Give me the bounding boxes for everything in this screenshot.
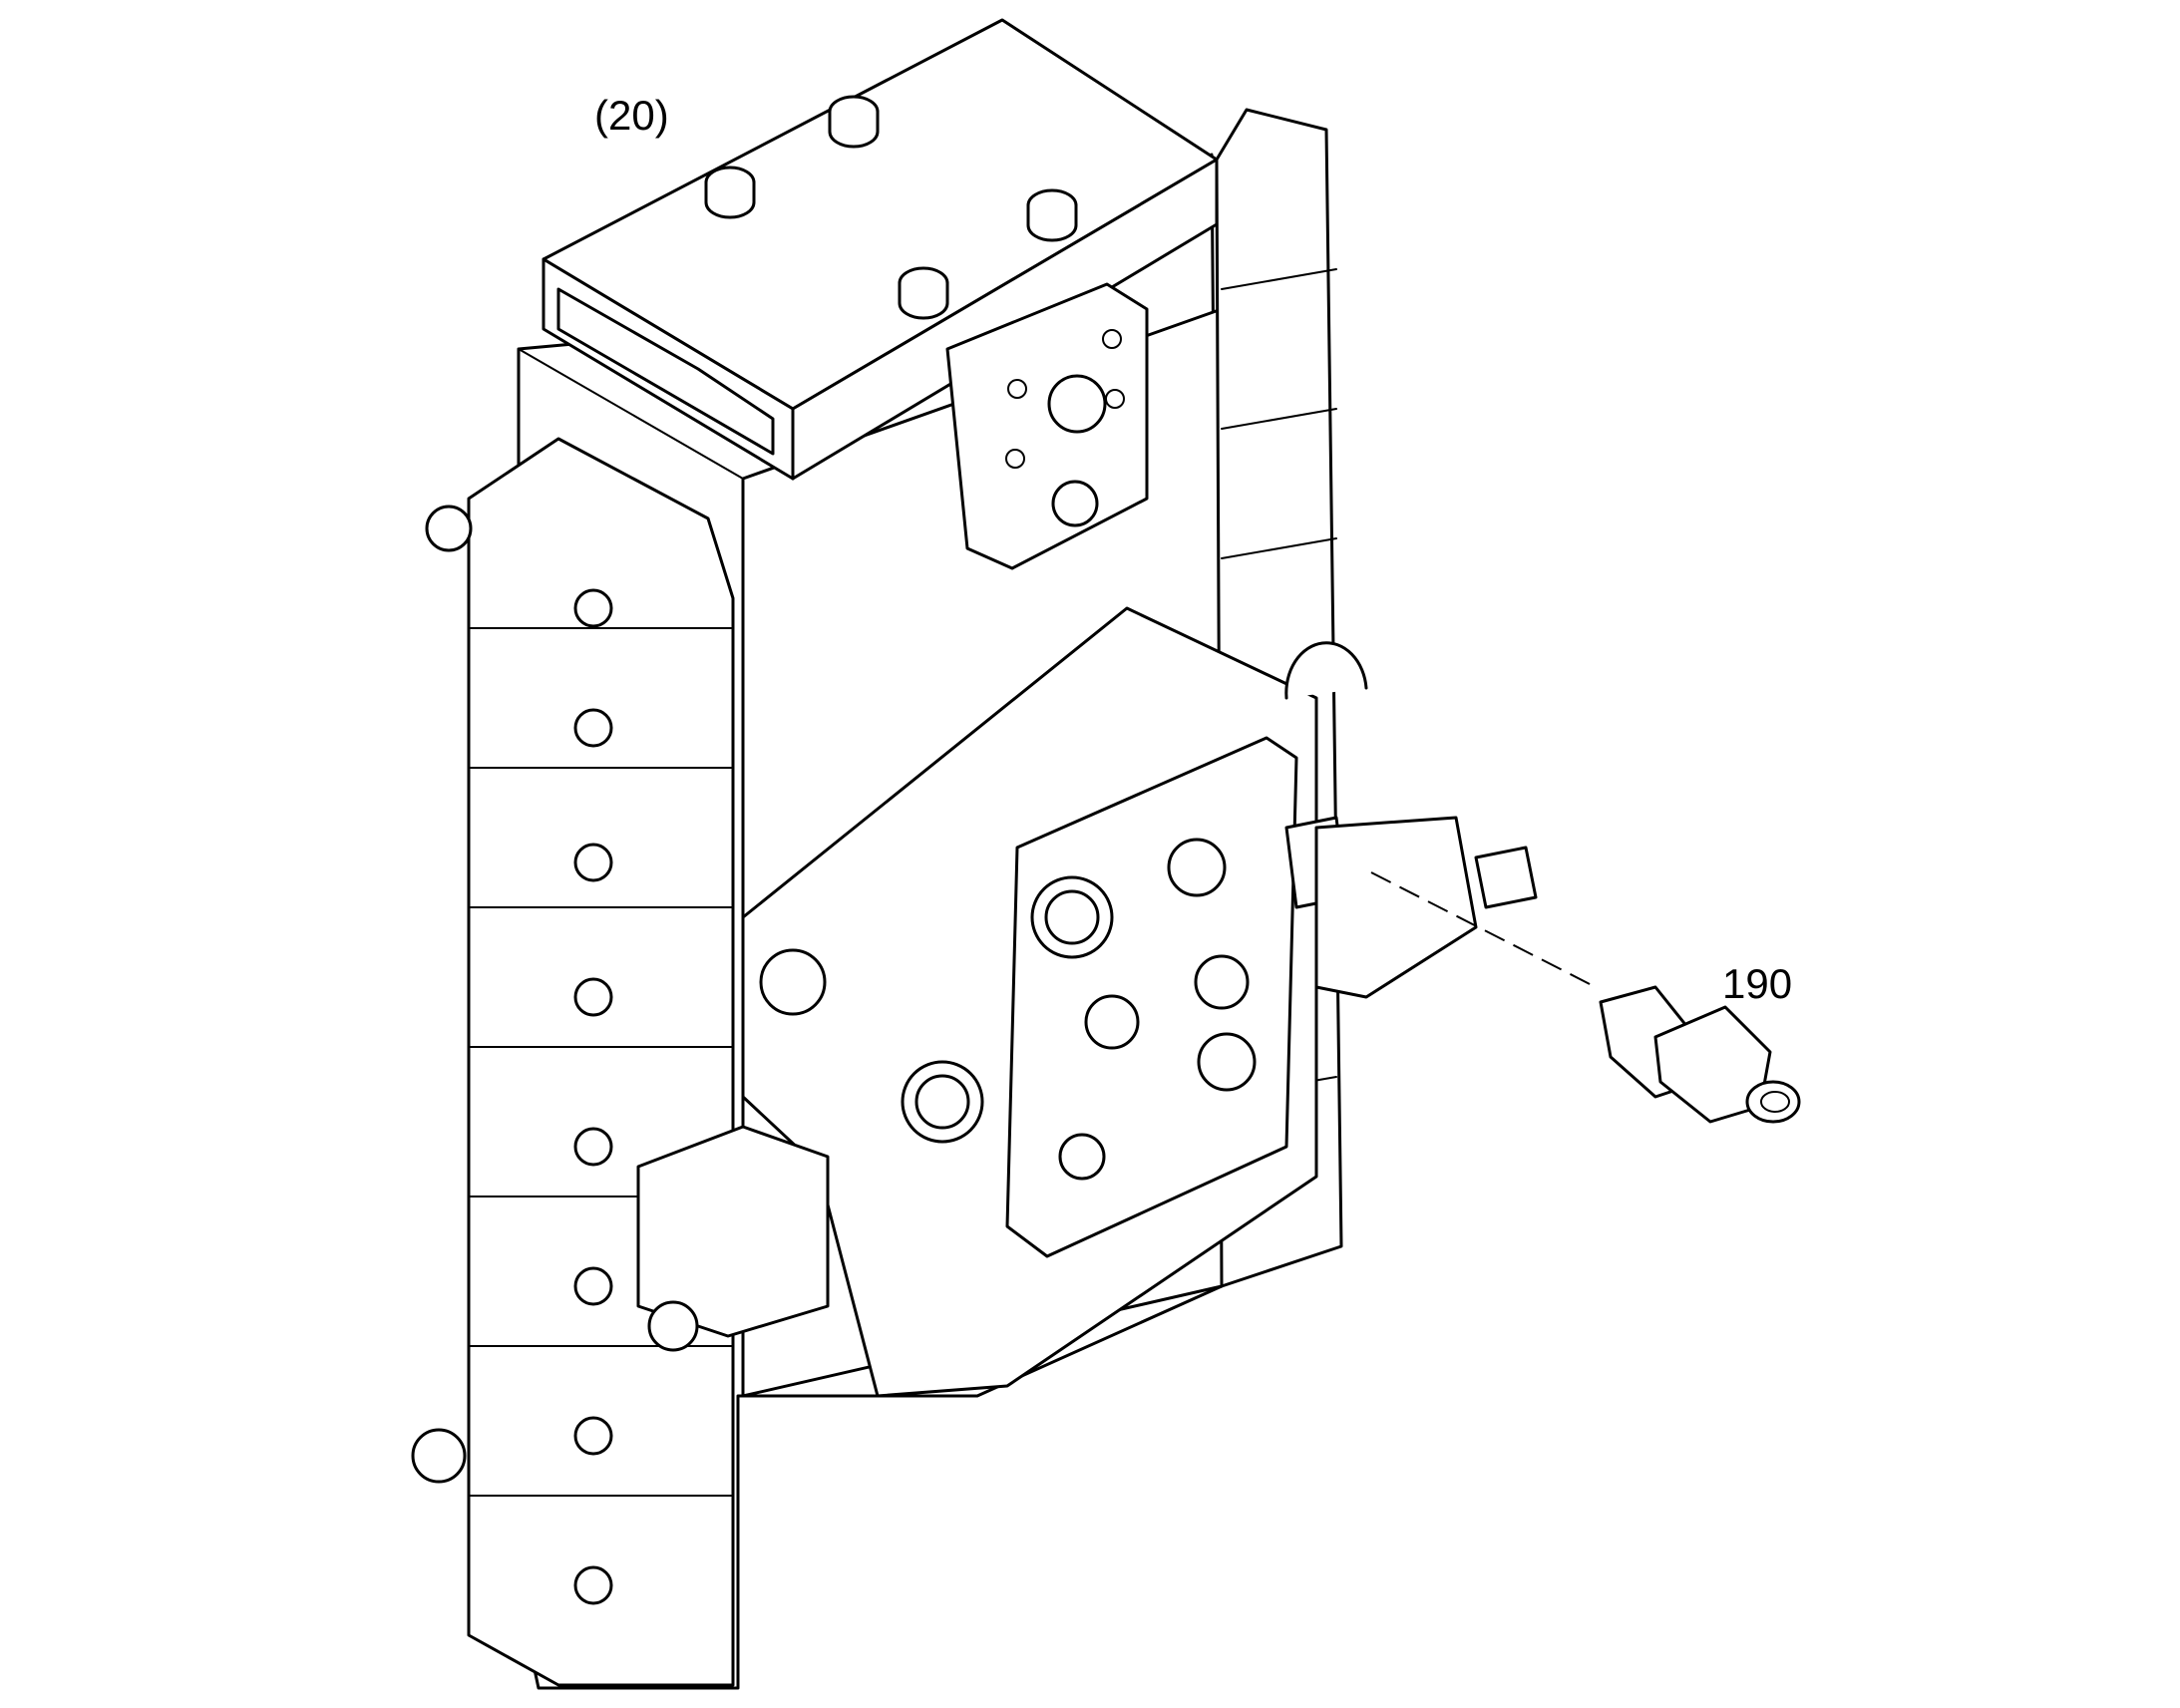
left-pilot-caps [411, 437, 735, 1687]
callout-20: (20) [594, 92, 669, 139]
pressure-sensor-190 [1599, 985, 1801, 1124]
top-bolt [704, 95, 1078, 320]
auxiliary-valve-assembly [636, 606, 1368, 1398]
top-cover-block [542, 18, 1219, 481]
callout-190: 190 [1722, 960, 1793, 1007]
port-flange [945, 282, 1149, 570]
side-port [1314, 816, 1597, 999]
